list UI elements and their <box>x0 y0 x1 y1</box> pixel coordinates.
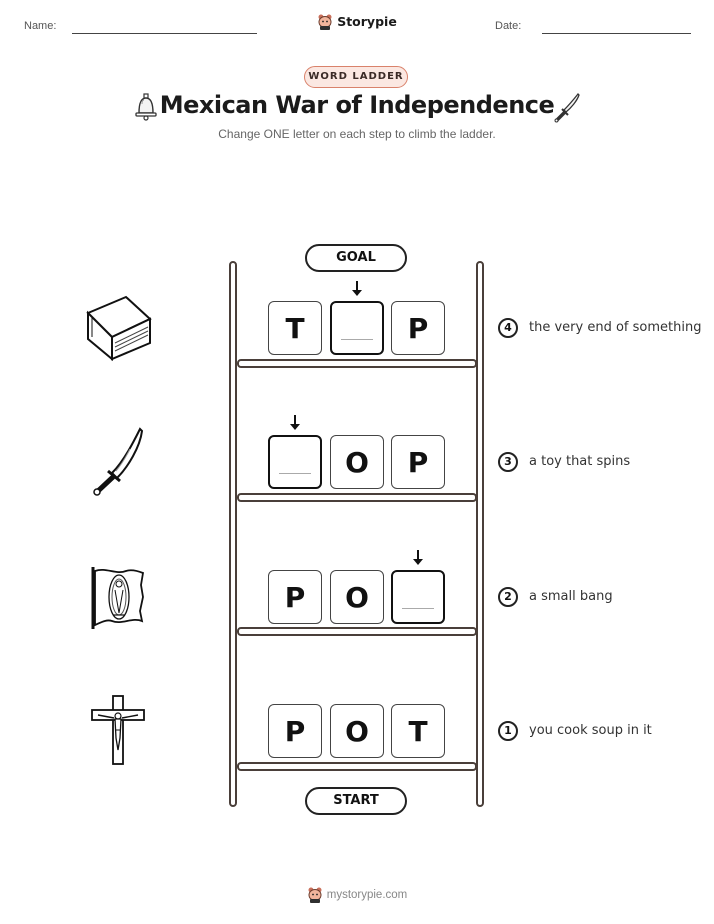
brand-name: Storypie <box>337 14 397 29</box>
book-icon <box>86 295 152 362</box>
clue-text: a toy that spins <box>529 454 631 469</box>
goal-label: GOAL <box>305 244 407 272</box>
instructions: Change ONE letter on each step to climb … <box>218 127 496 141</box>
ladder-rung <box>237 627 477 636</box>
step-number: 3 <box>498 452 518 472</box>
crucifix-icon <box>91 695 145 765</box>
letter-tile: P <box>268 570 322 624</box>
ladder-rail-right <box>476 261 484 807</box>
letter-tile: T <box>391 704 445 758</box>
letter-tile: O <box>330 570 384 624</box>
storypie-logo-icon <box>318 14 332 30</box>
start-label: START <box>305 787 407 815</box>
footer: mystorypie.com <box>0 886 714 907</box>
blank-letter-input[interactable] <box>391 570 445 624</box>
footer-url[interactable]: mystorypie.com <box>326 888 408 901</box>
virgin-banner-icon <box>91 567 145 629</box>
arrow-down-icon <box>352 281 362 296</box>
blank-letter-input[interactable] <box>330 301 384 355</box>
name-label: Name: <box>24 20 57 32</box>
clue-text: a small bang <box>529 589 613 604</box>
step-number: 1 <box>498 721 518 741</box>
letter-tile: O <box>330 435 384 489</box>
storypie-logo-icon <box>308 887 322 903</box>
ladder-rung <box>237 359 477 368</box>
step-number: 4 <box>498 318 518 338</box>
machete-icon <box>93 427 144 496</box>
page-title: Mexican War of Independence <box>159 91 555 119</box>
letter-tile: O <box>330 704 384 758</box>
arrow-down-icon <box>413 550 423 565</box>
arrow-down-icon <box>290 415 300 430</box>
date-line[interactable] <box>542 33 691 34</box>
brand: Storypie <box>0 13 714 34</box>
ladder-rail-left <box>229 261 237 807</box>
letter-tile: P <box>268 704 322 758</box>
step-number: 2 <box>498 587 518 607</box>
bell-icon <box>135 93 157 121</box>
clue-text: the very end of something <box>529 320 702 335</box>
letter-tile: P <box>391 301 445 355</box>
ladder-rung <box>237 493 477 502</box>
arrow-down-wrapper <box>411 549 425 567</box>
letter-tile: T <box>268 301 322 355</box>
word-ladder-badge: WORD LADDER <box>304 66 408 88</box>
blank-letter-input[interactable] <box>268 435 322 489</box>
letter-tile: P <box>391 435 445 489</box>
ladder-rung <box>237 762 477 771</box>
date-label: Date: <box>495 20 522 32</box>
arrow-down-wrapper <box>288 414 302 432</box>
name-line[interactable] <box>72 33 257 34</box>
clue-text: you cook soup in it <box>529 723 652 738</box>
machete-icon <box>554 93 580 123</box>
